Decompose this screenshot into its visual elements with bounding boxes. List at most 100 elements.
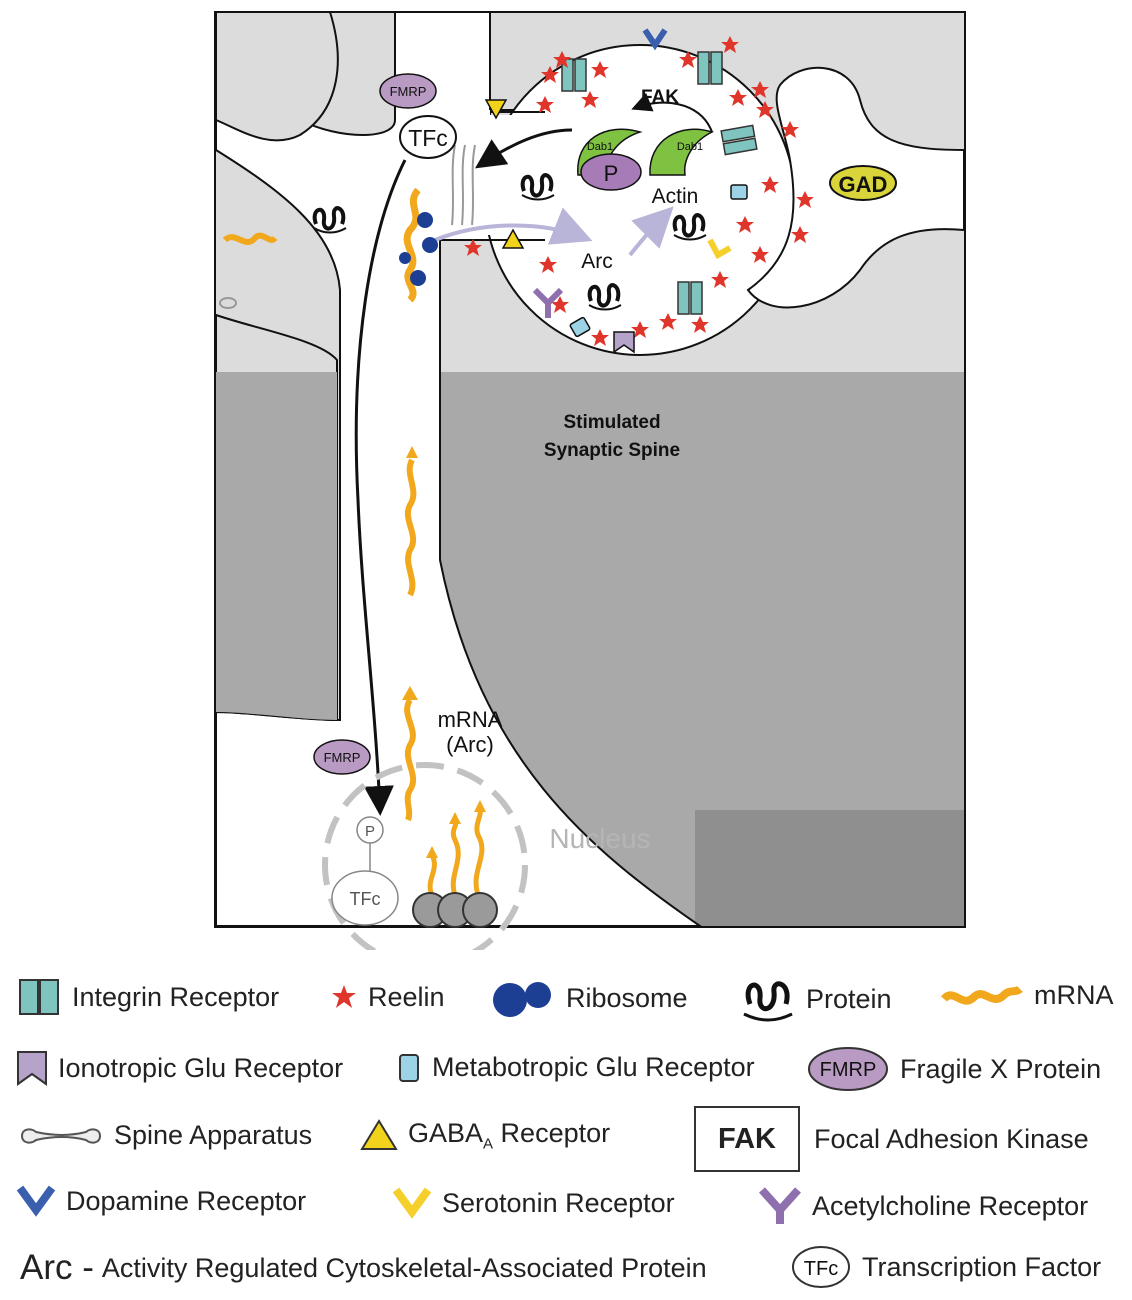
fmrp-top-label: FMRP: [390, 84, 427, 99]
arc-actin-arrow: [628, 206, 674, 257]
dark-corner: [695, 810, 964, 926]
mrna-small: [222, 232, 278, 245]
tfc-icon-text: TFc: [804, 1258, 838, 1280]
legend-ionotropic-label: Ionotropic Glu Receptor: [58, 1052, 344, 1083]
legend-integrin: Integrin Receptor: [18, 978, 279, 1016]
gaba-icon: [360, 1119, 398, 1151]
acetylcholine-icon: [759, 1187, 801, 1224]
fmrp-top: [379, 73, 437, 109]
fmrp-icon-text: FMRP: [820, 1059, 877, 1081]
neuron-synapse-diagram: GAD Dab1 Dab1 P FAK Actin Arc: [214, 11, 966, 950]
actin-label: Actin: [652, 185, 699, 208]
ribosome-icon: [493, 982, 551, 1017]
dna-polymerase: [412, 892, 498, 928]
dopamine-icon: [16, 1185, 56, 1217]
integrin-icon: [19, 979, 59, 1015]
stimulated-label: Stimulated: [563, 412, 660, 433]
gad-label: GAD: [839, 172, 888, 197]
legend-spine-apparatus: Spine Apparatus: [14, 1120, 312, 1151]
legend-spine-apparatus-label: Spine Apparatus: [114, 1120, 313, 1150]
legend-dopamine-label: Dopamine Receptor: [66, 1185, 307, 1216]
legend-arc-label: Activity Regulated Cytoskeletal-Associat…: [101, 1252, 707, 1283]
top-left-region: [215, 11, 339, 142]
mrna-icon: [940, 985, 1023, 1005]
arc-abbrev: Arc -: [20, 1248, 94, 1287]
fmrp-icon: FMRP: [808, 1047, 888, 1091]
protein-icon: [743, 981, 793, 1022]
synaptic-spine-label: Synaptic Spine: [544, 440, 680, 461]
translation-arrow: [434, 207, 593, 245]
mrna-arc-label: (Arc): [446, 732, 494, 757]
spine-apparatus-icon: [20, 1127, 102, 1144]
nuclear-arrow: [354, 159, 407, 816]
dopamine-receptor: [642, 28, 668, 51]
gad-oval: [829, 165, 897, 201]
legend-fak: FAK Focal Adhesion Kinase: [694, 1106, 1089, 1172]
tfc-icon: TFc: [792, 1246, 850, 1288]
dab1-right-label: Dab1: [677, 141, 703, 153]
ionotropic-receptor: [613, 331, 635, 354]
legend-acetylcholine-label: Acetylcholine Receptor: [812, 1190, 1089, 1221]
legend-serotonin: Serotonin Receptor: [392, 1186, 675, 1220]
legend-dopamine: Dopamine Receptor: [16, 1184, 306, 1218]
legend-fragile-x-label: Fragile X Protein: [900, 1053, 1102, 1084]
legend-transcription-label: Transcription Factor: [862, 1251, 1102, 1282]
mrna-arc-strand: [404, 698, 417, 822]
fak-box: FAK: [694, 1106, 800, 1172]
tfc-bottom-label: TFc: [350, 889, 381, 909]
serotonin-receptor: [707, 238, 732, 260]
p-center-label: P: [604, 161, 619, 186]
legend-mrna-label: mRNA: [1034, 980, 1114, 1010]
tfc-bottom: [331, 870, 399, 926]
fak-label: FAK: [641, 87, 679, 108]
p-bottom-label: P: [365, 823, 375, 840]
fmrp-bottom: [313, 739, 371, 775]
legend-arc: Arc - Activity Regulated Cytoskeletal-As…: [20, 1248, 707, 1288]
legend-metabotropic-label: Metabotropic Glu Receptor: [432, 1052, 755, 1082]
mrna-label: mRNA: [438, 707, 503, 732]
mrna-dendrite: [405, 458, 417, 597]
ionotropic-icon: [17, 1051, 47, 1086]
legend-protein-label: Protein: [806, 983, 892, 1014]
mrna-strand: [403, 187, 421, 303]
fak-arrow: [631, 92, 713, 133]
ribosomes: [399, 212, 438, 286]
metabotropic-icon: [399, 1053, 419, 1082]
legend-metabotropic: Metabotropic Glu Receptor: [398, 1052, 755, 1083]
nucleus-membrane: [322, 762, 528, 950]
legend-gaba: GABAA Receptor: [360, 1118, 610, 1152]
tfc-top-label: TFc: [408, 125, 448, 151]
spine-apparatus: [451, 144, 476, 226]
legend-protein: Protein: [740, 976, 892, 1022]
nucleus-label: Nucleus: [549, 823, 650, 854]
legend-ionotropic: Ionotropic Glu Receptor: [16, 1050, 343, 1086]
arc-label: Arc: [581, 250, 613, 273]
dab1-left-label: Dab1: [587, 141, 613, 153]
tfc-top: [399, 115, 457, 159]
acetylcholine-receptor: [532, 287, 564, 318]
legend-reelin-label: Reelin: [368, 982, 445, 1012]
left-dark-fill: [216, 372, 337, 720]
legend-acetylcholine: Acetylcholine Receptor: [758, 1186, 1088, 1226]
signal-arrow: [475, 128, 573, 169]
legend-ribosome-label: Ribosome: [566, 982, 688, 1013]
legend-mrna: mRNA: [940, 980, 1114, 1011]
metabotropic-receptor: [730, 184, 748, 200]
legend-fragile-x: FMRP Fragile X Protein: [806, 1045, 1101, 1093]
fmrp-bottom-label: FMRP: [324, 750, 361, 765]
gaba-receptor: [501, 228, 525, 249]
reelin-icon: [332, 984, 356, 1008]
serotonin-icon: [392, 1187, 432, 1219]
dark-background: [440, 372, 964, 926]
metabotropic-receptor: [569, 316, 591, 338]
legend-serotonin-label: Serotonin Receptor: [442, 1187, 675, 1218]
gaba-receptor: [484, 99, 508, 120]
legend-ribosome: Ribosome: [490, 978, 688, 1018]
legend: Integrin Receptor Reelin Ribosome Protei…: [0, 950, 1132, 1300]
phospho-p: [580, 153, 642, 191]
legend-integrin-label: Integrin Receptor: [72, 981, 280, 1012]
legend-transcription: TFc Transcription Factor: [790, 1244, 1101, 1290]
legend-gaba-label: GABAA Receptor: [408, 1118, 611, 1153]
legend-reelin: Reelin: [330, 982, 445, 1013]
legend-fak-label: Focal Adhesion Kinase: [814, 1123, 1089, 1154]
